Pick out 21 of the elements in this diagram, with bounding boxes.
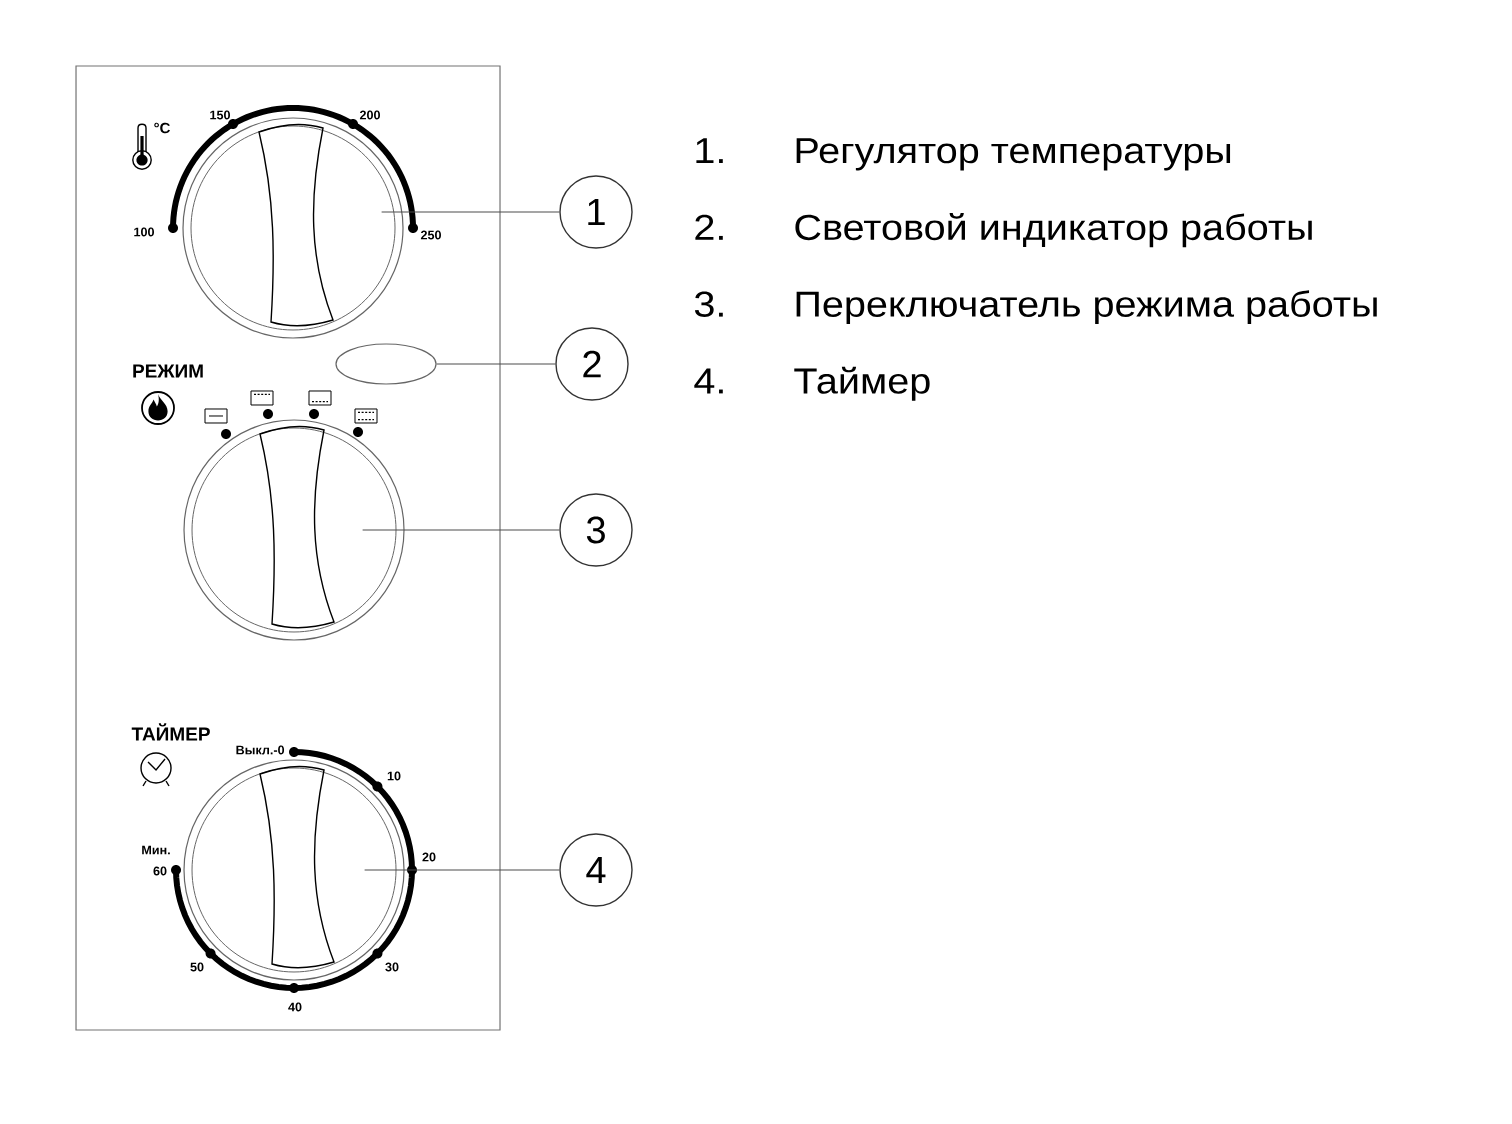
callout-number: 4 xyxy=(559,833,633,907)
list-item: Переключатель режима работы xyxy=(796,290,1377,325)
callout-number: 1 xyxy=(559,175,633,249)
list-number: 4. xyxy=(694,368,723,394)
leader-line xyxy=(364,869,560,871)
list-item: Регулятор температуры xyxy=(796,138,1231,171)
callout-number: 2 xyxy=(555,327,629,401)
rotary-knob xyxy=(183,419,405,641)
list-number: 1. xyxy=(696,138,723,163)
leader-line xyxy=(362,529,560,531)
callout-number: 3 xyxy=(559,493,633,567)
list-item: Световой индикатор работы xyxy=(795,213,1312,248)
list-number: 2. xyxy=(695,214,723,240)
control-caption: РЕЖИМ xyxy=(133,364,203,378)
list-number: 3. xyxy=(694,291,723,317)
rotary-knob xyxy=(182,117,404,339)
indicator-light xyxy=(335,343,437,385)
leader-line xyxy=(381,211,560,213)
leader-line xyxy=(436,363,556,365)
control-caption: ТАЙМЕР xyxy=(131,723,210,741)
list-item: Таймер xyxy=(794,366,930,401)
